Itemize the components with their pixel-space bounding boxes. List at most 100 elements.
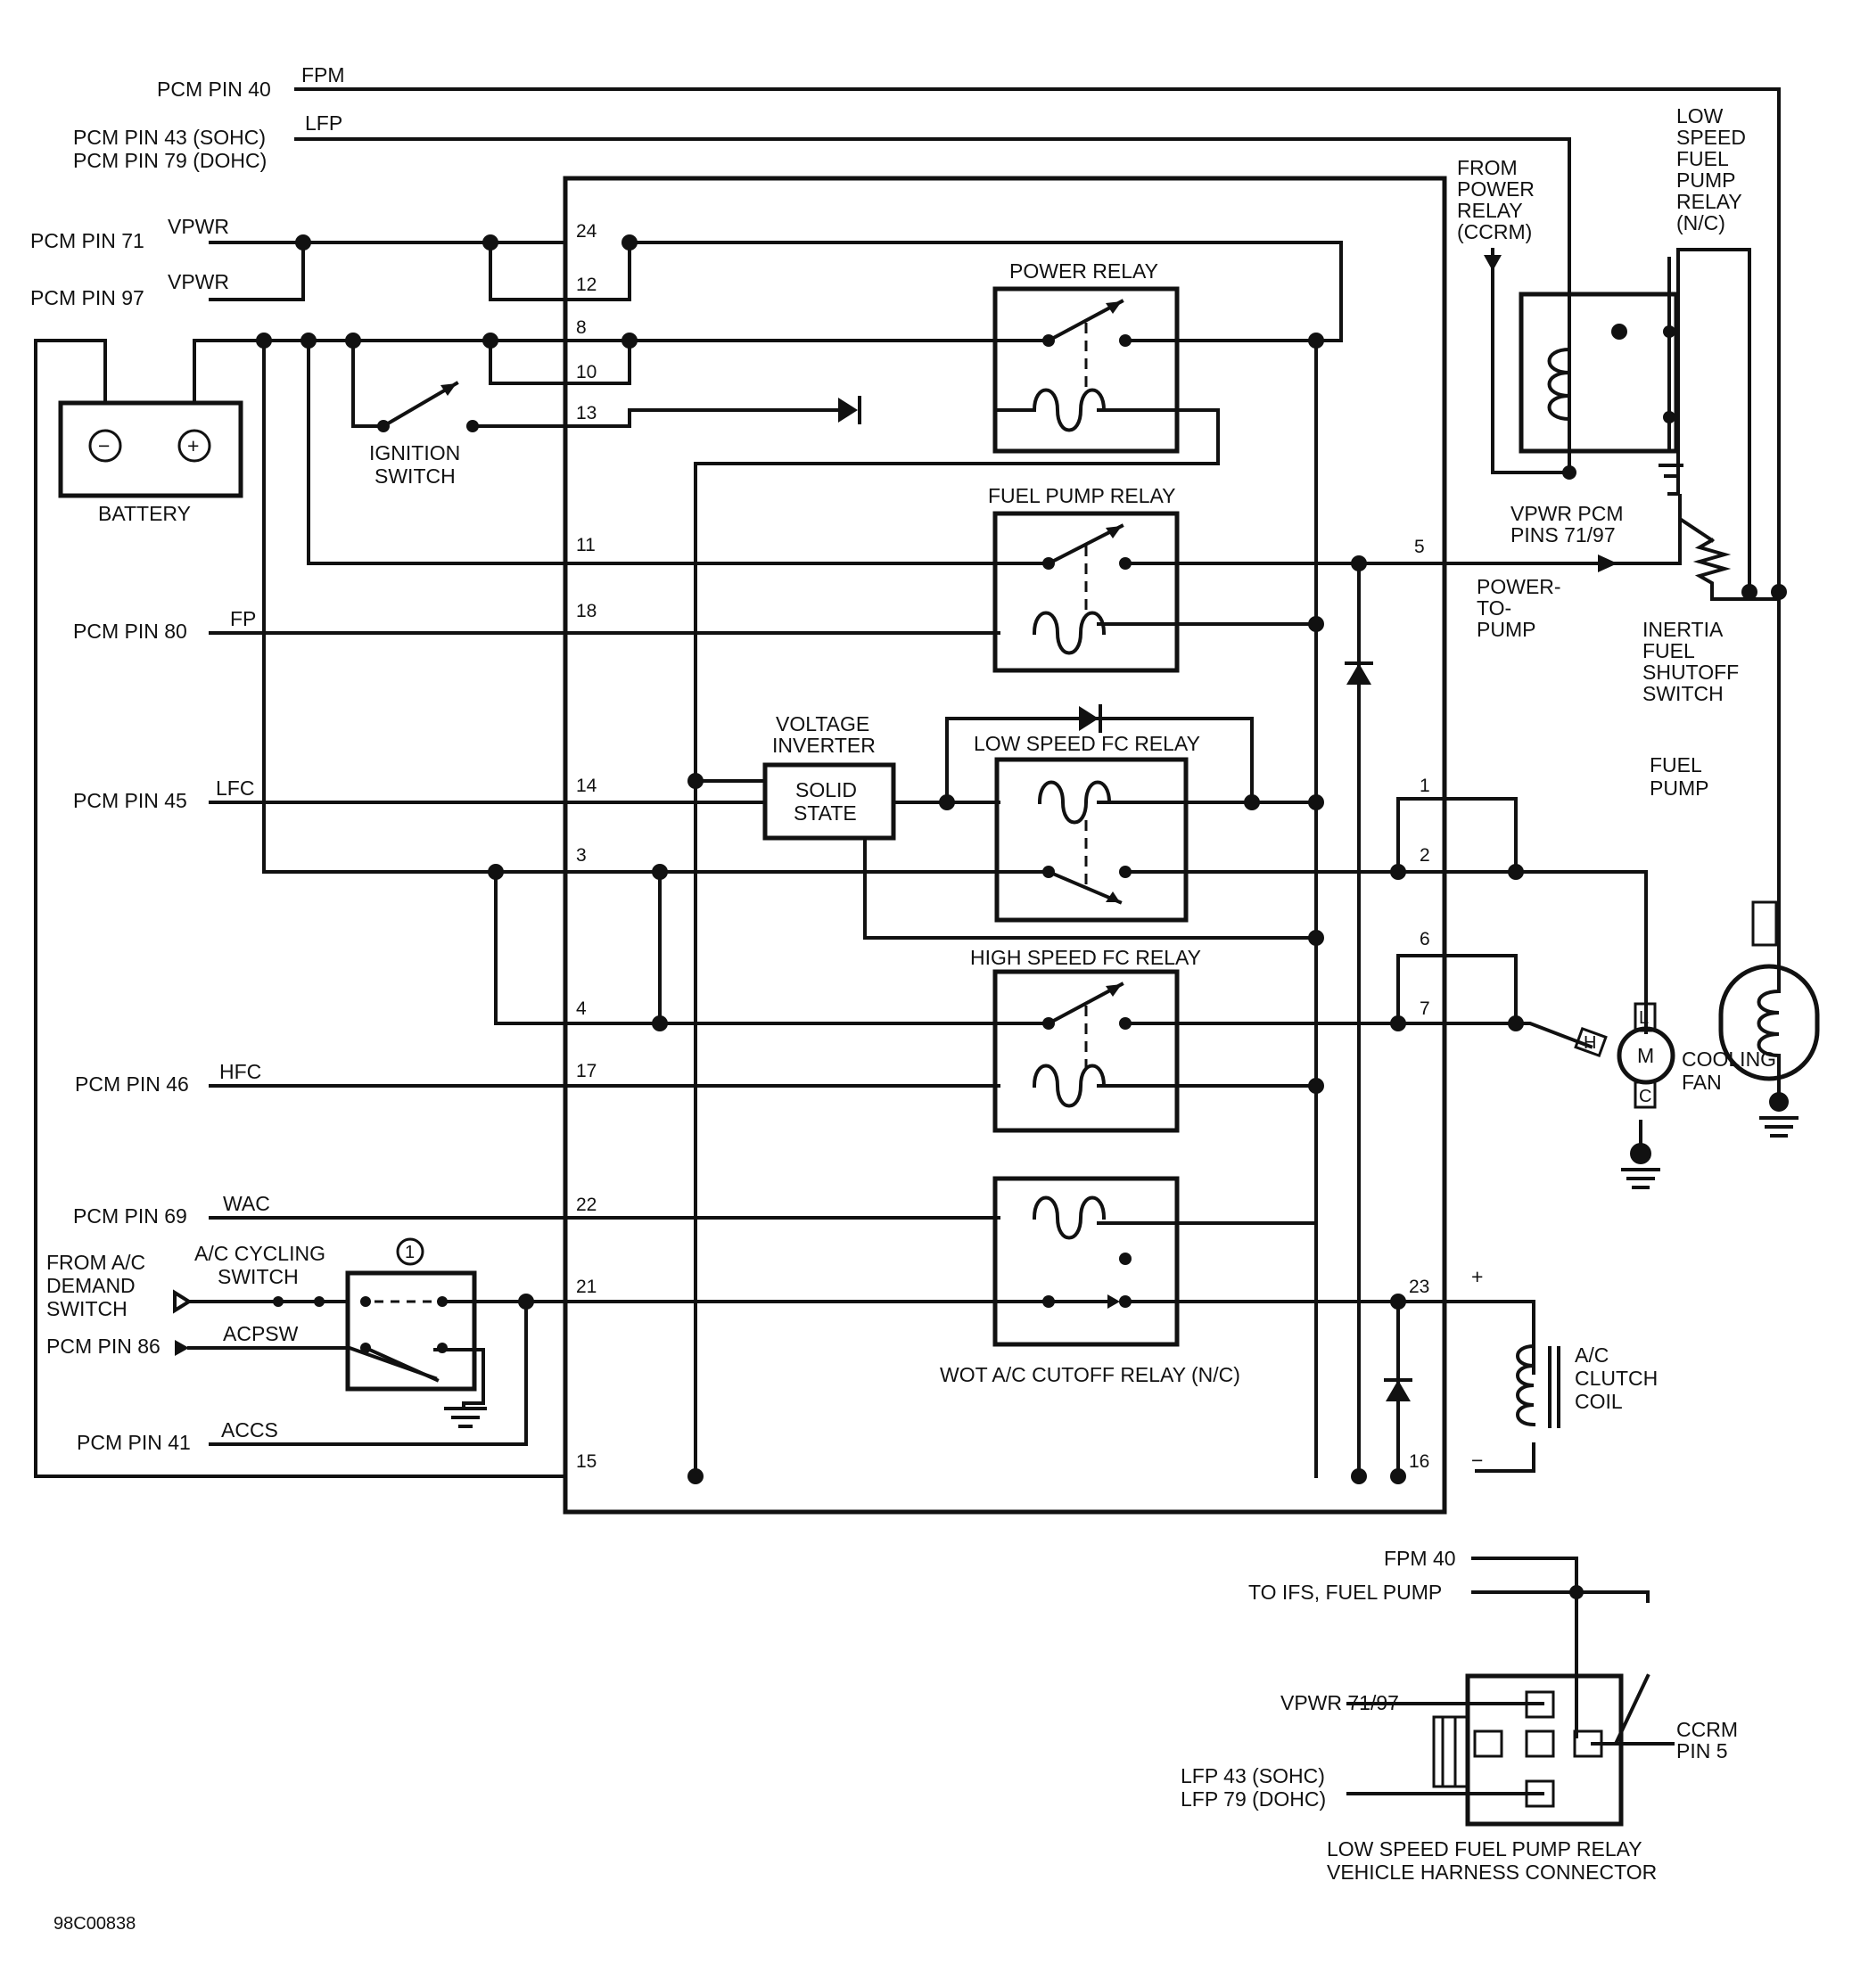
connector-vpwr: VPWR 71/97 <box>1280 1691 1399 1714</box>
label-pcm-pin-45: PCM PIN 45 <box>73 789 187 812</box>
motor-h: H <box>1584 1033 1596 1053</box>
label-cooling-fan-2: FAN <box>1682 1071 1722 1094</box>
label-ac-demand-3: SWITCH <box>46 1297 128 1320</box>
ac-clutch-coil <box>1516 1343 1560 1428</box>
label-pcm-pin-69: PCM PIN 69 <box>73 1204 187 1228</box>
motor-m: M <box>1637 1044 1654 1067</box>
label-ac-clutch-3: COIL <box>1575 1390 1623 1413</box>
pin-11: 11 <box>576 535 596 555</box>
battery-negative: − <box>98 434 110 457</box>
label-voltage-inverter-1: VOLTAGE <box>776 712 869 735</box>
pin-17: 17 <box>576 1061 597 1081</box>
signal-accs: ACCS <box>221 1418 278 1442</box>
label-ignition-2: SWITCH <box>375 464 456 488</box>
pin-22: 22 <box>576 1195 597 1215</box>
label-pcm-pin-80: PCM PIN 80 <box>73 620 187 643</box>
junction-dots <box>256 234 1787 1599</box>
label-ac-demand-2: DEMAND <box>46 1274 136 1297</box>
power-relay <box>992 286 1180 454</box>
pin-12: 12 <box>576 275 597 295</box>
label-pcm-pin-97: PCM PIN 97 <box>30 286 144 309</box>
fuel-pump-relay <box>992 511 1180 673</box>
diagram-id: 98C00838 <box>54 1914 136 1934</box>
label-ac-demand-1: FROM A/C <box>46 1251 145 1274</box>
label-ac-clutch-1: A/C <box>1575 1343 1609 1367</box>
label-fuel-pump-2: PUMP <box>1650 776 1708 800</box>
pin-5: 5 <box>1414 537 1425 557</box>
fuel-pump-symbol <box>1718 964 1820 1138</box>
label-power-to-pump-1: POWER- <box>1477 575 1561 598</box>
pin-6: 6 <box>1420 929 1430 949</box>
label-pcm-pin-86: PCM PIN 86 <box>46 1335 161 1358</box>
label-low-speed-fc-relay: LOW SPEED FC RELAY <box>974 732 1200 755</box>
signal-lfc: LFC <box>216 776 254 800</box>
signal-wac: WAC <box>223 1192 270 1215</box>
label-wot-relay: WOT A/C CUTOFF RELAY (N/C) <box>940 1363 1240 1386</box>
motor-l: L <box>1639 1008 1649 1028</box>
pin-13: 13 <box>576 403 597 423</box>
low-speed-fuel-pump-relay-symbol <box>1484 248 1683 478</box>
label-power-to-pump-2: TO- <box>1477 596 1511 620</box>
label-from-power-relay-4: (CCRM) <box>1457 220 1532 243</box>
diodes <box>838 396 1412 1401</box>
label-power-to-pump-3: PUMP <box>1477 618 1535 641</box>
pin-16: 16 <box>1409 1451 1429 1472</box>
label-lsfp-relay-6: (N/C) <box>1676 211 1725 234</box>
connector-lfp79: LFP 79 (DOHC) <box>1181 1787 1326 1811</box>
label-solid-state-1: SOLID <box>795 778 857 801</box>
label-lsfp-relay-1: LOW <box>1676 104 1724 127</box>
connector-fpm40: FPM 40 <box>1384 1547 1456 1570</box>
label-lsfp-relay-5: RELAY <box>1676 190 1742 213</box>
label-vpwr-pcm-1: VPWR PCM <box>1510 502 1624 525</box>
note-circle-1: 1 <box>405 1243 415 1262</box>
signal-fpm: FPM <box>301 63 345 86</box>
signal-vpwr-1: VPWR <box>168 215 229 238</box>
pin-14: 14 <box>576 776 597 796</box>
label-lsfp-relay-3: FUEL <box>1676 147 1729 170</box>
battery-positive: + <box>187 434 199 457</box>
connector-to-ifs: TO IFS, FUEL PUMP <box>1248 1581 1442 1604</box>
signal-acpsw: ACPSW <box>223 1322 299 1345</box>
label-fuel-pump-relay: FUEL PUMP RELAY <box>988 484 1175 507</box>
label-ac-clutch-2: CLUTCH <box>1575 1367 1658 1390</box>
label-power-relay: POWER RELAY <box>1009 259 1158 283</box>
label-cooling-fan-1: COOLING <box>1682 1047 1776 1071</box>
pin-15: 15 <box>576 1451 597 1472</box>
high-speed-fc-relay <box>992 969 1180 1133</box>
label-from-power-relay-1: FROM <box>1457 156 1518 179</box>
inertia-switch-symbol <box>1751 900 1778 947</box>
cooling-fan-motor <box>1574 1002 1675 1189</box>
pin-18: 18 <box>576 601 597 621</box>
wot-ac-cutoff-relay <box>992 1176 1180 1347</box>
control-module-outline <box>563 176 1447 1515</box>
pin-23: 23 <box>1409 1277 1429 1297</box>
pin-10: 10 <box>576 362 597 382</box>
pin-7: 7 <box>1420 998 1430 1019</box>
ac-cycling-switch <box>173 1237 487 1428</box>
label-ac-plus: + <box>1471 1265 1483 1288</box>
wires <box>34 87 1781 1795</box>
harness-connector <box>1432 1673 1624 1827</box>
connector-title-1: LOW SPEED FUEL PUMP RELAY <box>1327 1837 1642 1861</box>
connector-ccrm-2: PIN 5 <box>1676 1739 1728 1762</box>
pin-8: 8 <box>576 317 587 338</box>
label-ignition-1: IGNITION <box>369 441 460 464</box>
label-from-power-relay-2: POWER <box>1457 177 1535 201</box>
label-pcm-pin-43: PCM PIN 43 (SOHC) <box>73 126 266 149</box>
battery-symbol <box>58 400 243 498</box>
label-pcm-pin-40: PCM PIN 40 <box>157 78 271 101</box>
pin-24: 24 <box>576 221 597 242</box>
motor-c: C <box>1639 1087 1651 1106</box>
label-pcm-pin-46: PCM PIN 46 <box>75 1072 189 1096</box>
connector-title-2: VEHICLE HARNESS CONNECTOR <box>1327 1861 1657 1884</box>
label-inertia-2: FUEL <box>1642 639 1695 662</box>
label-ac-minus: − <box>1471 1449 1483 1472</box>
solid-state-box <box>762 762 896 841</box>
label-high-speed-fc-relay: HIGH SPEED FC RELAY <box>970 946 1201 969</box>
label-vpwr-pcm-2: PINS 71/97 <box>1510 523 1616 546</box>
low-speed-fc-relay <box>945 717 1189 923</box>
pin-1: 1 <box>1420 776 1430 796</box>
label-pcm-pin-41: PCM PIN 41 <box>77 1431 191 1454</box>
pin-2: 2 <box>1420 845 1430 866</box>
